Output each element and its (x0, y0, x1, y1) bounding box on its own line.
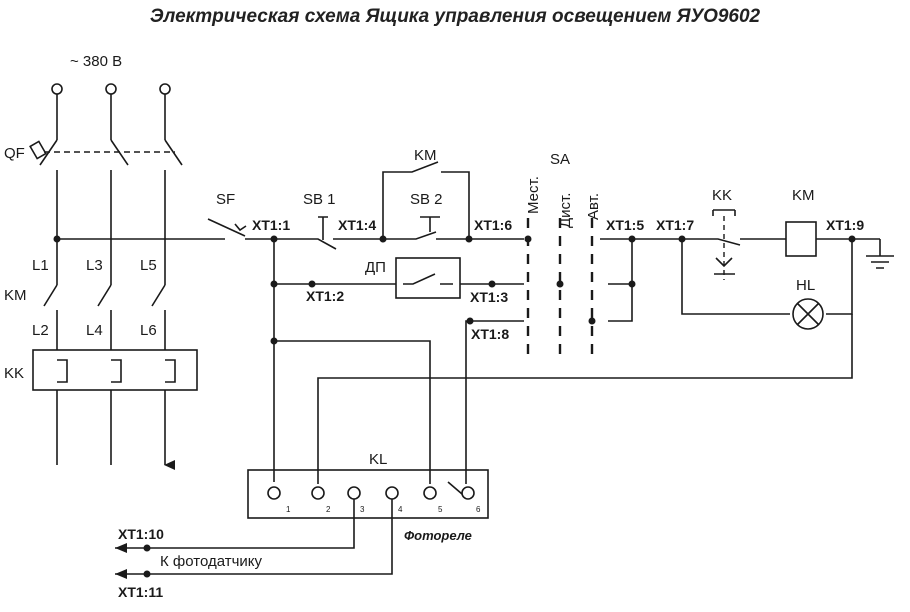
photorelay-label: Фотореле (404, 528, 472, 543)
l2-label: L2 (32, 322, 49, 339)
terminal-phase-c (159, 83, 171, 95)
l3-label: L3 (86, 257, 103, 274)
supply-voltage-label: ~ 380 В (70, 53, 122, 70)
svg-text:4: 4 (398, 505, 403, 514)
supply-terminals (51, 83, 171, 95)
l1-label: L1 (32, 257, 49, 274)
sf-latch (234, 223, 247, 232)
svg-text:3: 3 (360, 505, 365, 514)
sa-label: SA (550, 151, 570, 168)
sensor-arrow-1 (115, 543, 127, 553)
xt1-6-label: XT1:6 (474, 217, 512, 233)
sa-pos-remote-label: Дист. (557, 193, 574, 228)
km-coil-label: KM (792, 187, 815, 204)
kk-heater-2 (111, 359, 122, 383)
xt1-8-label: XT1:8 (471, 326, 509, 342)
terminal-phase-a (51, 83, 63, 95)
kl-pin-4 (385, 486, 399, 500)
xt1-11-label: XT1:11 (118, 584, 163, 600)
svg-text:5: 5 (438, 505, 443, 514)
kk-contact-label: KK (712, 187, 732, 204)
photorelay-kl-box (247, 469, 489, 519)
xt1-4-label: XT1:4 (338, 217, 376, 233)
sensor-line-1 (115, 499, 355, 549)
sa-output-merge (608, 239, 633, 322)
feed-junction (53, 235, 61, 243)
xt1-7-label: XT1:7 (656, 217, 694, 233)
km-coil (785, 221, 817, 257)
kl-pin-5 (423, 486, 437, 500)
km-hold-label: KM (414, 147, 437, 164)
dp-box (395, 257, 461, 299)
xt1-3-label: XT1:3 (470, 289, 508, 305)
ground-icon (866, 239, 894, 269)
sa-pos-local-label: Мест. (525, 176, 542, 214)
kl-pin-3 (347, 486, 361, 500)
photorelay-output-line (465, 320, 524, 484)
kl-pin2-return (317, 314, 853, 484)
xt1-2-label: XT1:2 (306, 288, 344, 304)
kk-thermal-label: KK (4, 365, 24, 382)
l4-label: L4 (86, 322, 103, 339)
kk-heater-1 (57, 359, 68, 383)
kl-pin-2 (311, 486, 325, 500)
kl-pin-1 (267, 486, 281, 500)
kk-thermal-box (32, 349, 198, 391)
xt1-10-label: XT1:10 (118, 526, 164, 542)
km-hold-contact (382, 161, 470, 239)
kl-pins: 1 2 3 4 5 6 (267, 481, 481, 514)
qf-breaker: QF (4, 94, 183, 285)
km-power-contacts (43, 284, 166, 307)
l5-label: L5 (140, 257, 157, 274)
dp-contact (403, 273, 453, 285)
sensor-line-2 (115, 499, 393, 575)
sb1-label: SB 1 (303, 191, 336, 208)
sb2-label: SB 2 (410, 191, 443, 208)
kl-label: KL (369, 451, 387, 468)
dp-label: ДП (365, 259, 386, 276)
kk-nc-contact (682, 209, 786, 280)
lamp-icon (792, 298, 824, 330)
sb1-button (312, 216, 380, 250)
svg-text:1: 1 (286, 505, 291, 514)
kl-pin5-feed (274, 340, 431, 484)
xt1-9-label: XT1:9 (826, 217, 864, 233)
km-power-label: KM (4, 287, 27, 304)
sf-label: SF (216, 191, 235, 208)
svg-text:6: 6 (476, 505, 481, 514)
sb2-button (383, 216, 524, 240)
terminal-phase-b (105, 83, 117, 95)
svg-text:2: 2 (326, 505, 331, 514)
lamp-branch (681, 239, 853, 315)
qf-label: QF (4, 145, 25, 162)
diagram-title: Электрическая схема Ящика управления осв… (149, 6, 761, 27)
kk-heater-3 (165, 359, 176, 383)
sa-pos-auto-label: Авт. (585, 193, 602, 220)
xt1-5-label: XT1:5 (606, 217, 644, 233)
kl-pin-6 (461, 486, 475, 500)
sensor-arrow-2 (115, 569, 127, 579)
to-sensor-label: К фотодатчику (160, 553, 263, 570)
load-output-arrows (56, 390, 165, 465)
kl-contact (447, 481, 463, 495)
hl-label: HL (796, 277, 815, 294)
l6-label: L6 (140, 322, 157, 339)
sf-switch (207, 218, 246, 237)
xt1-1-label: XT1:1 (252, 217, 290, 233)
